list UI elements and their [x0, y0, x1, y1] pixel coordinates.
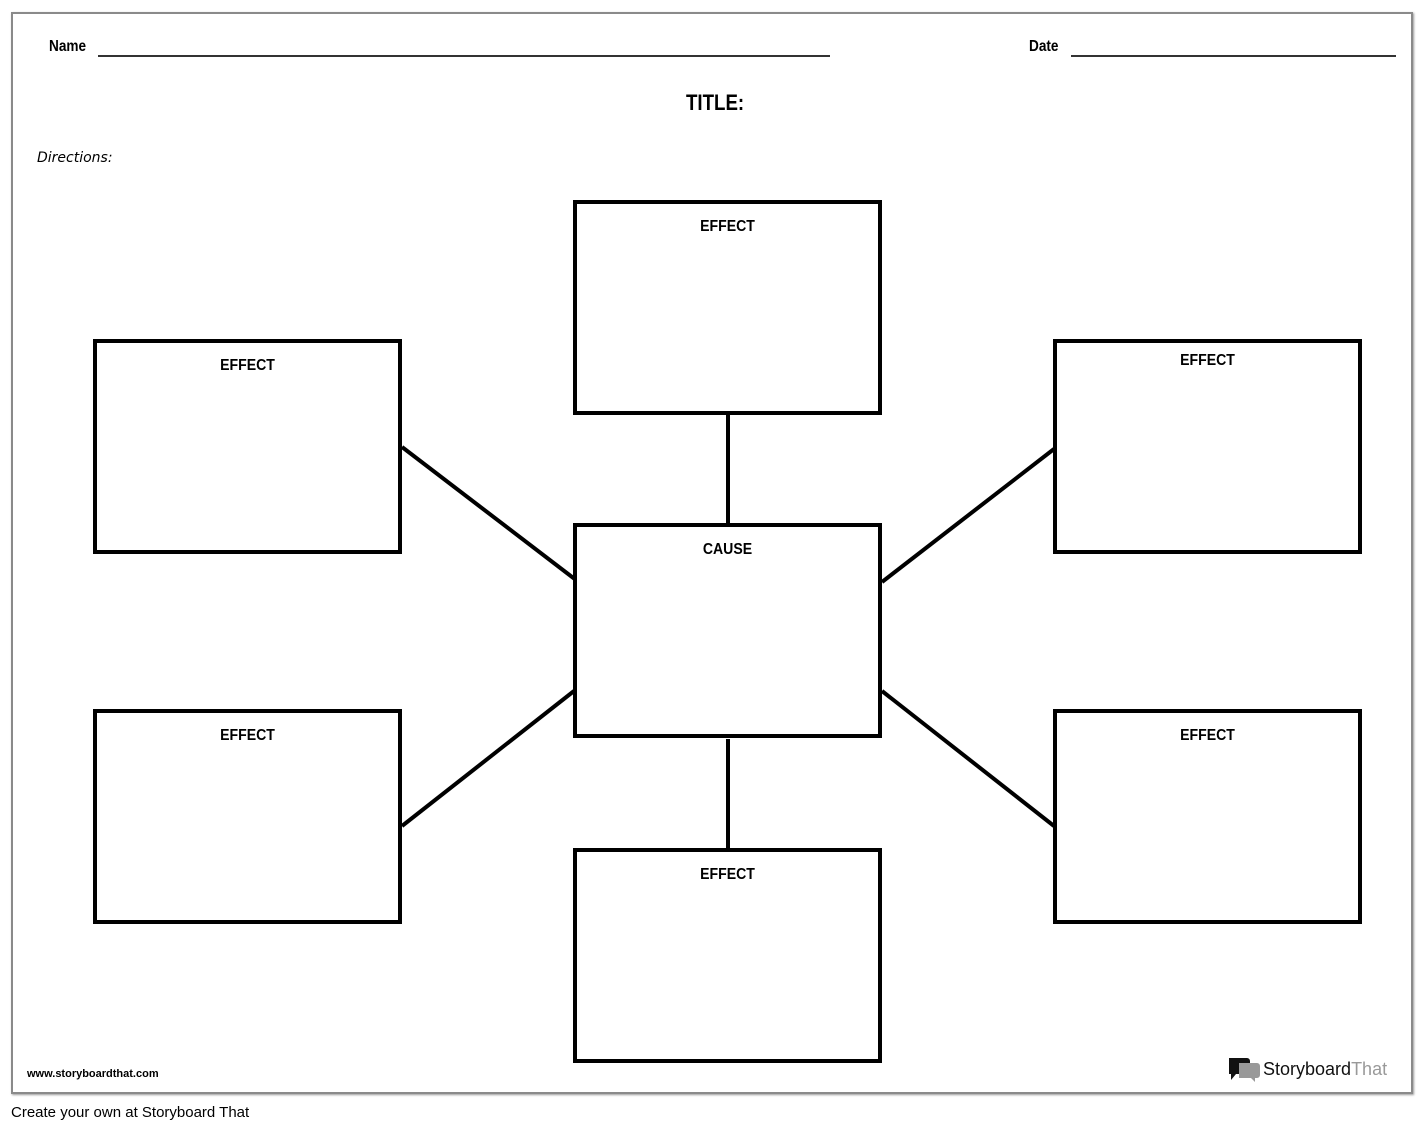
- effect-box-top-left[interactable]: EFFECT: [93, 339, 402, 554]
- footer-credit[interactable]: Create your own at Storyboard That: [11, 1104, 250, 1121]
- effect-label: EFFECT: [1180, 352, 1235, 369]
- connector-bottom-left: [400, 689, 576, 828]
- directions-label: Directions:: [37, 150, 113, 166]
- logo-text-that: That: [1351, 1058, 1388, 1079]
- date-label: Date: [1029, 38, 1059, 55]
- logo-text-storyboard: Storyboard: [1263, 1058, 1352, 1079]
- effect-label: EFFECT: [700, 866, 755, 883]
- effect-box-bottom[interactable]: EFFECT: [573, 848, 882, 1063]
- effect-label: EFFECT: [220, 357, 275, 374]
- connector-top-right: [880, 447, 1056, 584]
- date-line[interactable]: [1071, 55, 1396, 57]
- website-url[interactable]: www.storyboardthat.com: [27, 1068, 159, 1080]
- connector-top-left: [400, 445, 578, 582]
- effect-box-top-right[interactable]: EFFECT: [1053, 339, 1362, 554]
- effect-box-top[interactable]: EFFECT: [573, 200, 882, 415]
- connector-bottom-right: [880, 689, 1056, 828]
- name-label: Name: [49, 38, 87, 55]
- title-label: TITLE:: [686, 90, 745, 115]
- effect-label: EFFECT: [220, 727, 275, 744]
- effect-box-bottom-right[interactable]: EFFECT: [1053, 709, 1362, 924]
- name-line[interactable]: [98, 55, 830, 57]
- effect-box-bottom-left[interactable]: EFFECT: [93, 709, 402, 924]
- cause-box[interactable]: CAUSE: [573, 523, 882, 738]
- effect-label: EFFECT: [700, 218, 755, 235]
- speech-bubbles-icon: [1229, 1058, 1260, 1082]
- effect-label: EFFECT: [1180, 727, 1235, 744]
- cause-label: CAUSE: [702, 541, 753, 558]
